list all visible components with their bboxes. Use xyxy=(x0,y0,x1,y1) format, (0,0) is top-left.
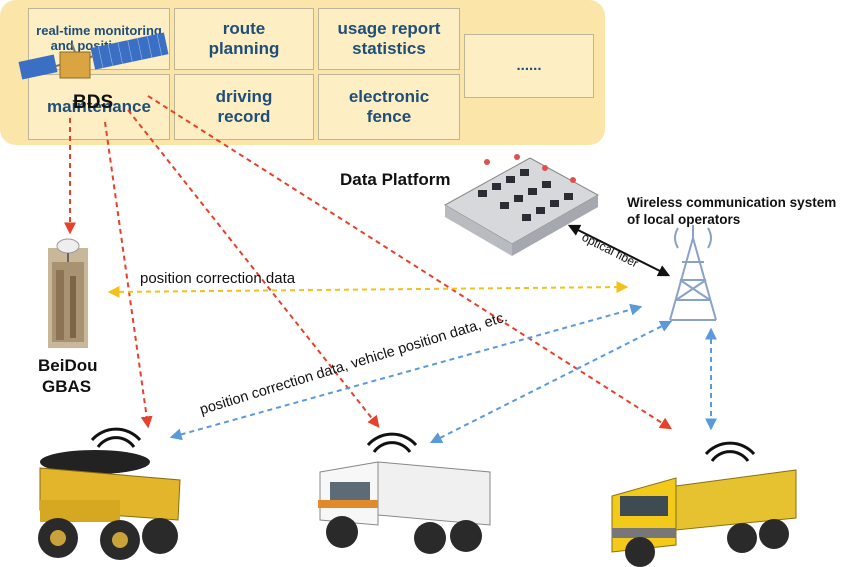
bds-label: BDS xyxy=(73,92,114,113)
wifi-signal-icon xyxy=(90,427,756,462)
wireless-system-label-2: of local operators xyxy=(627,212,741,227)
position-correction-label: position correction data xyxy=(140,270,296,287)
cell-label: driving record xyxy=(215,87,273,126)
cell-usage-report: usage report statistics xyxy=(318,8,460,70)
data-platform-label: Data Platform xyxy=(340,170,451,189)
cell-driving-record: driving record xyxy=(174,74,314,140)
white-dump-truck-icon xyxy=(318,461,491,554)
cell-more: ...... xyxy=(464,34,594,98)
cell-label: usage report statistics xyxy=(337,19,441,58)
satellite-icon xyxy=(18,32,169,80)
cell-label: electronic fence xyxy=(348,87,430,126)
yellow-truck-icon xyxy=(611,469,797,567)
optical-fiber-arrow xyxy=(567,224,671,277)
cell-label: route planning xyxy=(208,19,280,58)
position-correction-arrow xyxy=(107,281,629,298)
wireless-system-label-1: Wireless communication system xyxy=(627,195,837,210)
cell-maintenance: maintenance xyxy=(28,74,170,140)
cell-label: ...... xyxy=(516,57,542,75)
cell-label: maintenance xyxy=(47,97,151,117)
application-platform-panel: real-time monitoring and positioning rou… xyxy=(0,0,605,145)
gbas-label-1: BeiDou xyxy=(38,356,98,375)
cell-route-planning: route planning xyxy=(174,8,314,70)
communication-tower-icon xyxy=(669,225,717,321)
gbas-label-2: GBAS xyxy=(42,377,92,396)
gbas-station-icon xyxy=(48,238,88,348)
cell-electronic-fence: electronic fence xyxy=(318,74,460,140)
vehicle-data-arrows xyxy=(169,303,717,444)
satellite-signal-arrows xyxy=(64,95,673,430)
server-board-icon xyxy=(443,154,600,256)
mining-truck-icon xyxy=(38,450,181,560)
